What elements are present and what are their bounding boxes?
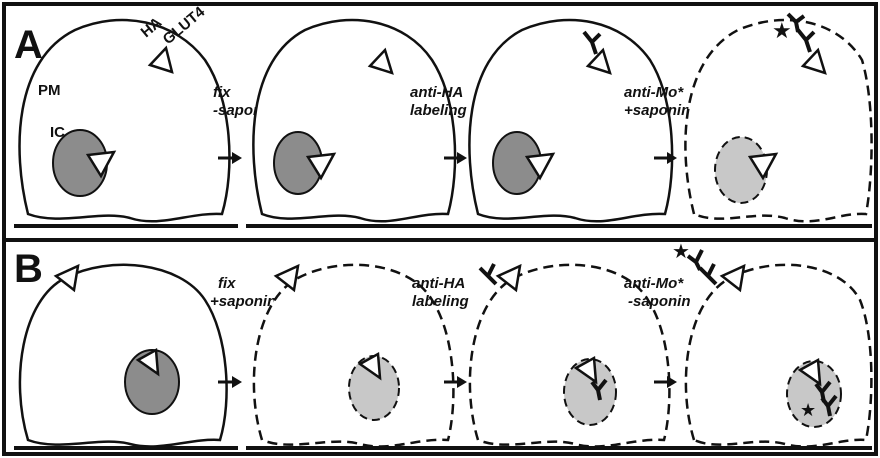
y-antibody-icon [700, 264, 716, 284]
label-ic: IC [50, 124, 65, 141]
panel-b-step-1-line-2: +saponin [210, 293, 276, 310]
panel-a-step-3-line-1: anti-Mo* [624, 84, 684, 101]
plasma-membrane [253, 20, 455, 221]
panel-b-step-2-line-2: labeling [412, 293, 469, 310]
panel-a-step-1-line-1: fix [213, 84, 231, 101]
y-antibody-icon [480, 264, 496, 284]
panel-a-step-2-line-1: anti-HA [410, 84, 463, 101]
panel-a-cell-2 [246, 20, 462, 226]
panel-b-cell-1 [14, 265, 238, 448]
y-antibody-icon [688, 250, 702, 270]
panel-a-letter: A [14, 23, 43, 67]
panel-a-cell-4: ★ [678, 14, 872, 226]
star-label-icon: ★ [800, 400, 816, 421]
panel-b-letter: B [14, 247, 43, 291]
plasma-membrane [20, 20, 230, 221]
panel-b: B fix +saponin anti-HA labeling [14, 239, 872, 448]
panel-b-step-3-line-1: anti-Mo* [624, 275, 684, 292]
star-label-icon: ★ [672, 239, 690, 263]
panel-b-step-2-line-1: anti-HA [412, 275, 465, 292]
panel-b-step-1-line-1: fix [218, 275, 236, 292]
panel-a-cell-3 [462, 20, 680, 226]
panel-a: A PM IC HA GLUT4 fix -saponin a [14, 3, 872, 226]
label-pm: PM [38, 82, 61, 99]
plasma-membrane [686, 265, 872, 447]
plasma-membrane [469, 20, 672, 221]
panel-a-step-3-line-2: +saponin [624, 102, 690, 119]
panel-b-cell-4: ★ ★ [672, 239, 872, 448]
star-label-icon: ★ [772, 19, 792, 44]
panel-a-cell-1: PM IC HA GLUT4 [14, 3, 238, 226]
plasma-membrane [20, 265, 227, 447]
plasma-membrane [685, 20, 871, 221]
panel-b-step-3-line-2: -saponin [628, 293, 691, 310]
panel-a-step-2-line-2: labeling [410, 102, 467, 119]
